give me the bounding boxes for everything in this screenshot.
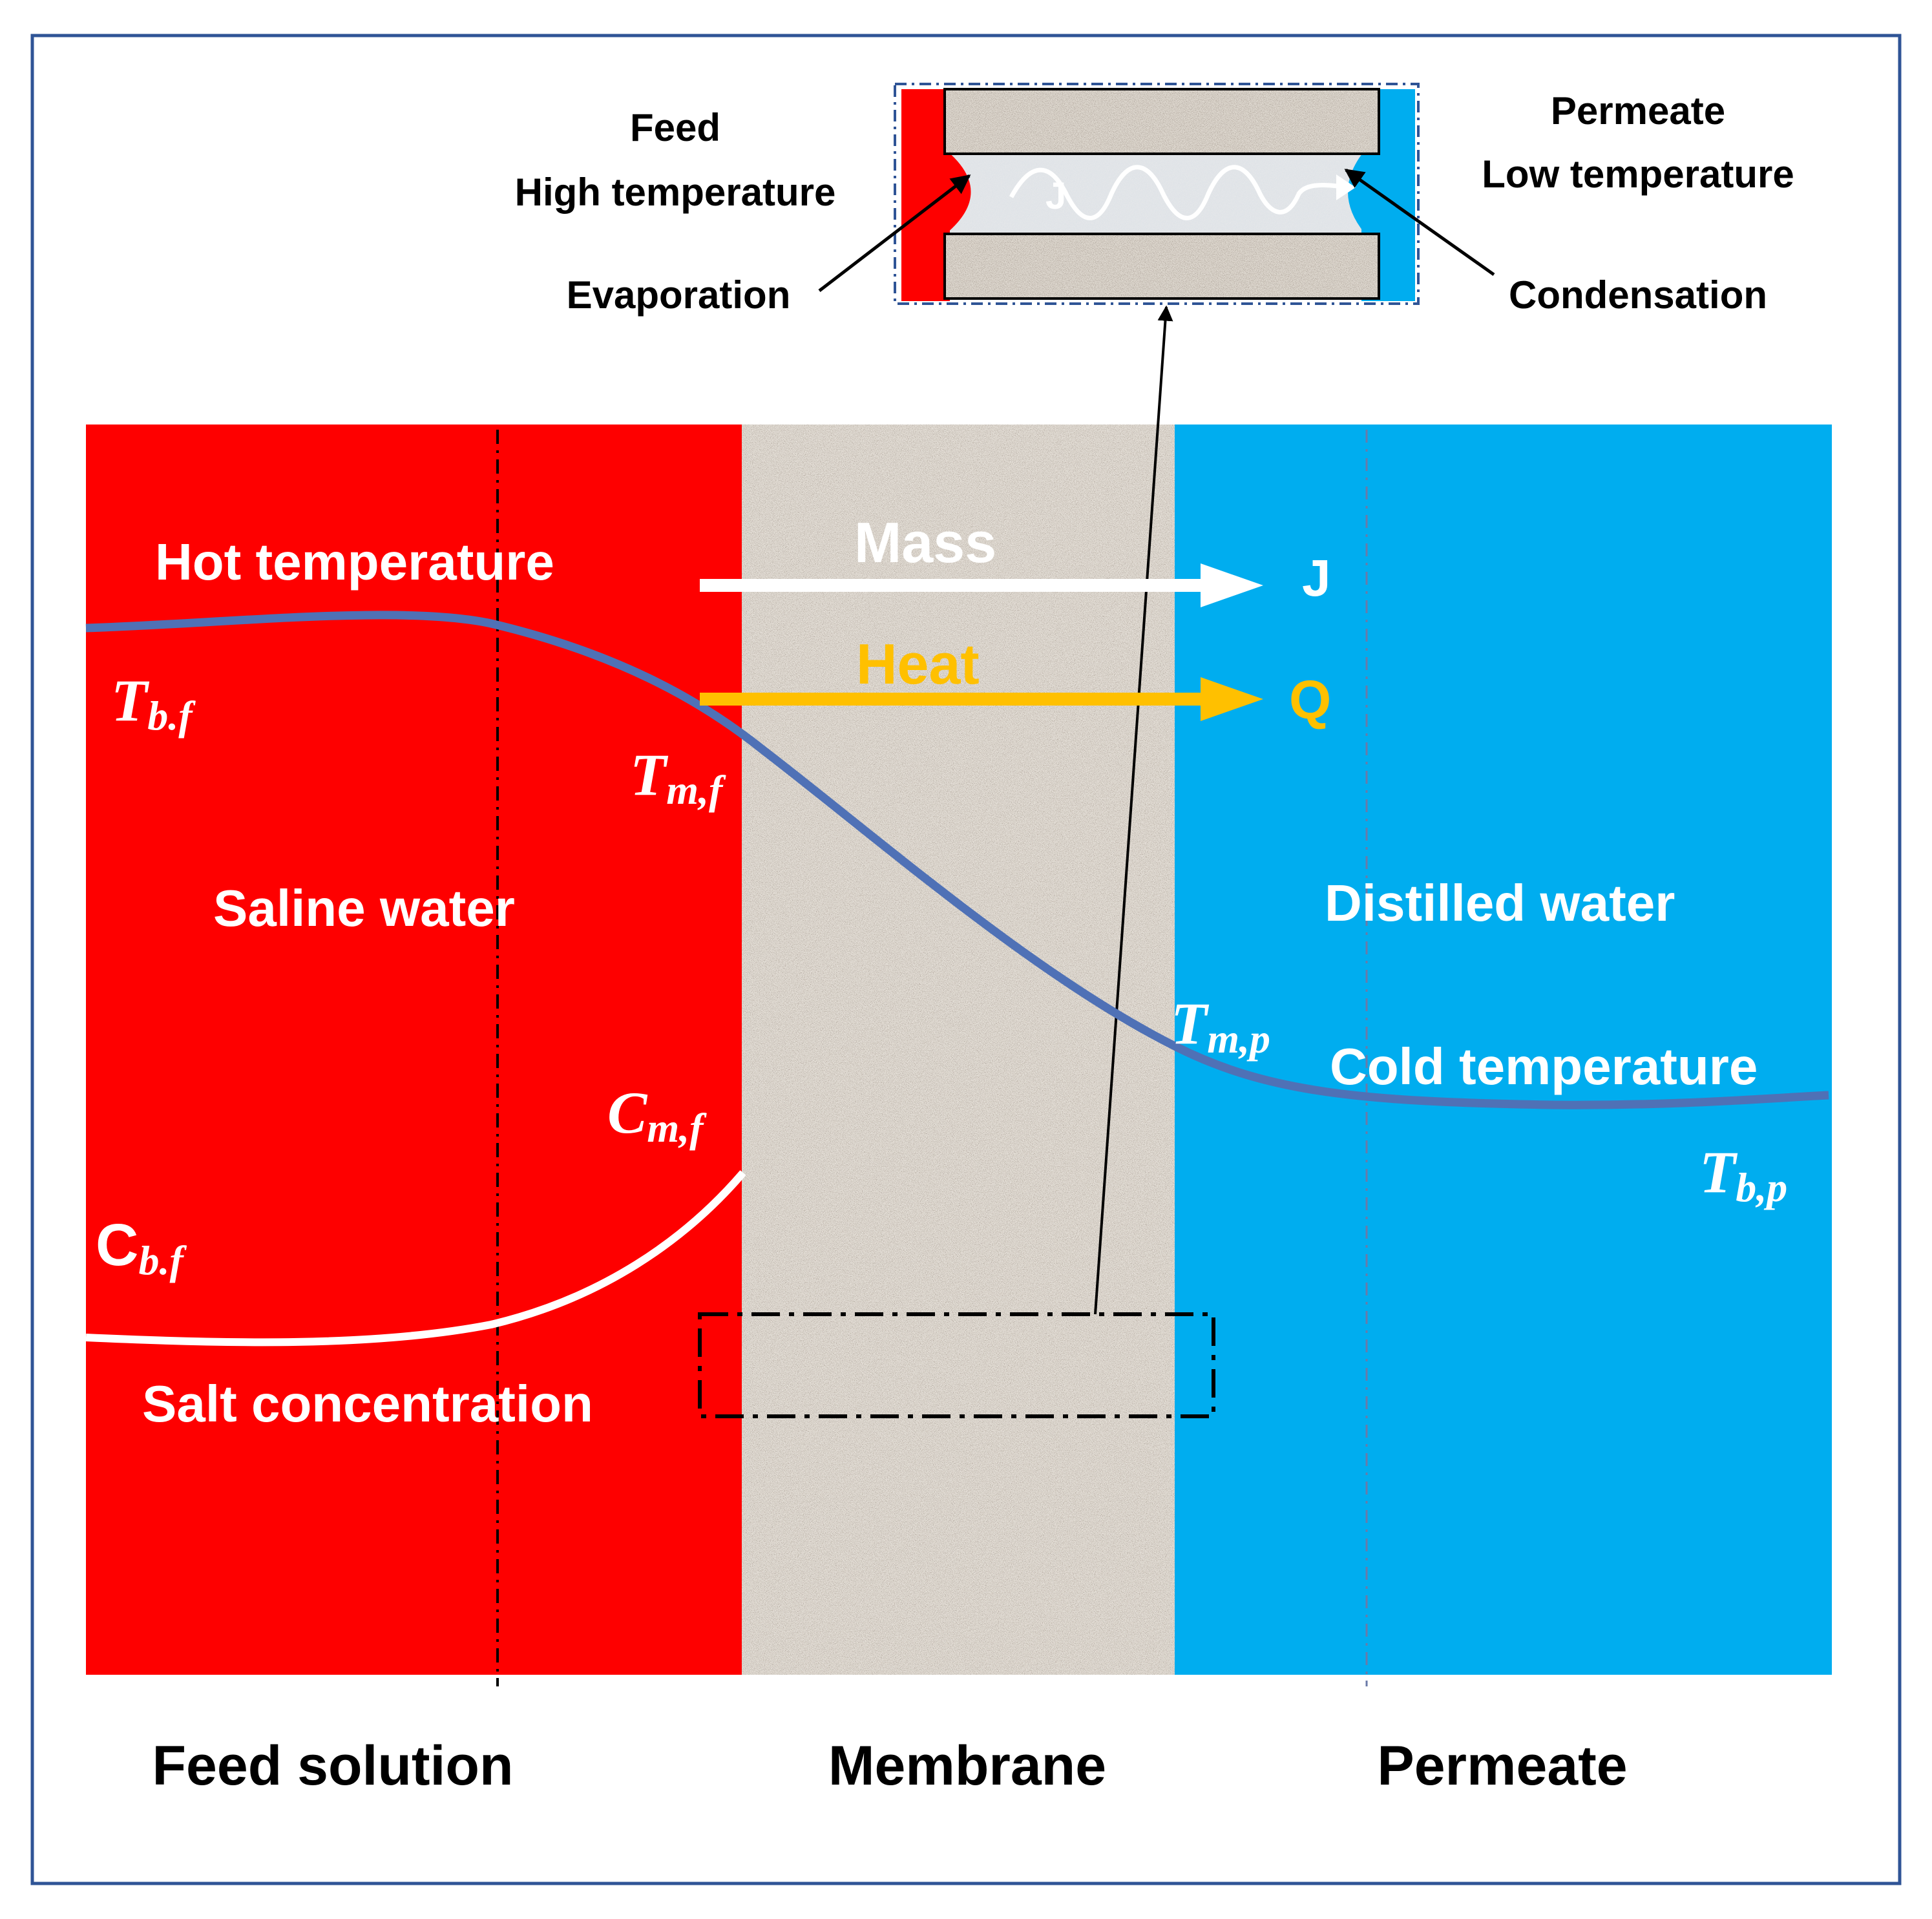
inset-membrane-wall-top (943, 88, 1380, 155)
t-membrane-feed-label: Tm,f (630, 742, 726, 813)
inset-feed-subtitle: High temperature (515, 171, 836, 214)
heat-flux-symbol: Q (1289, 669, 1331, 730)
membrane-label: Membrane (828, 1735, 1106, 1797)
feed-region (86, 425, 742, 1675)
inset-permeate-subtitle: Low temperature (1482, 152, 1794, 196)
zoom-arrow (1094, 305, 1173, 1315)
inset-feed-title: Feed (630, 106, 720, 149)
feed-solution-label: Feed solution (152, 1735, 514, 1797)
c-membrane-feed-label: Cm,f (607, 1080, 707, 1151)
pore-inset: J (894, 83, 1420, 305)
t-bulk-feed-label: Tb.f (111, 667, 196, 739)
condensation-pointer (1344, 168, 1495, 277)
temperature-profile-curve (85, 611, 1829, 1109)
cold-temperature-label: Cold temperature (1330, 1038, 1758, 1095)
t-membrane-permeate-label: Tm,p (1171, 991, 1270, 1062)
t-bulk-permeate-label: Tb,p (1699, 1139, 1787, 1210)
hot-temperature-label: Hot temperature (155, 533, 554, 591)
vapor-flux-wave (1009, 165, 1338, 220)
permeate-region (1175, 425, 1832, 1675)
membrane-region (742, 425, 1175, 1675)
condensation-label: Condensation (1509, 273, 1767, 317)
inset-membrane-wall-bottom (943, 233, 1380, 300)
salt-concentration-label: Salt concentration (142, 1375, 593, 1432)
heat-arrow (700, 677, 1263, 721)
mass-label: Mass (854, 510, 996, 574)
saline-water-label: Saline water (213, 879, 515, 937)
inset-permeate-title: Permeate (1551, 89, 1725, 132)
inset-flux-symbol: J (1045, 175, 1066, 217)
distilled-water-label: Distilled water (1325, 874, 1675, 932)
c-bulk-feed-label: Cb.f (96, 1212, 187, 1283)
salt-concentration-curve (85, 1170, 746, 1347)
permeate-label: Permeate (1377, 1735, 1627, 1797)
heat-label: Heat (856, 632, 980, 696)
evaporation-label: Evaporation (567, 273, 791, 317)
mass-flux-symbol: J (1302, 549, 1331, 607)
mass-arrow (700, 563, 1263, 607)
evaporation-pointer (818, 174, 971, 292)
